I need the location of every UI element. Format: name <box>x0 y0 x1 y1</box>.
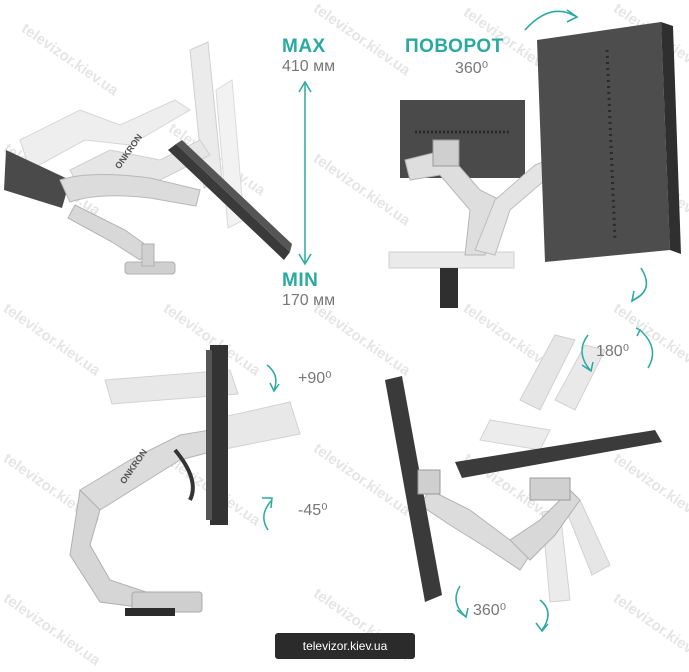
tilt-up-value: +90⁰ <box>298 370 332 387</box>
rotation-illustration <box>388 9 681 308</box>
site-banner: televizor.kiev.ua <box>275 633 415 659</box>
tilt-illustration <box>69 345 301 616</box>
swivel-arrow-icon <box>581 327 654 373</box>
turn-value: 360⁰ <box>473 602 507 619</box>
rotation-value: 360⁰ <box>455 60 489 77</box>
height-max-label: MAX <box>282 36 326 57</box>
height-arrow-icon <box>298 80 312 266</box>
height-min-label: MIN <box>282 270 319 291</box>
height-adjust-illustration <box>4 41 292 275</box>
swivel-illustration <box>385 334 662 633</box>
swivel-value: 180⁰ <box>596 343 630 360</box>
height-min-value: 170 мм <box>282 292 336 309</box>
tilt-down-value: -45⁰ <box>298 502 328 519</box>
rotation-label: ПОВОРОТ <box>405 36 504 57</box>
height-max-value: 410 мм <box>282 58 336 75</box>
